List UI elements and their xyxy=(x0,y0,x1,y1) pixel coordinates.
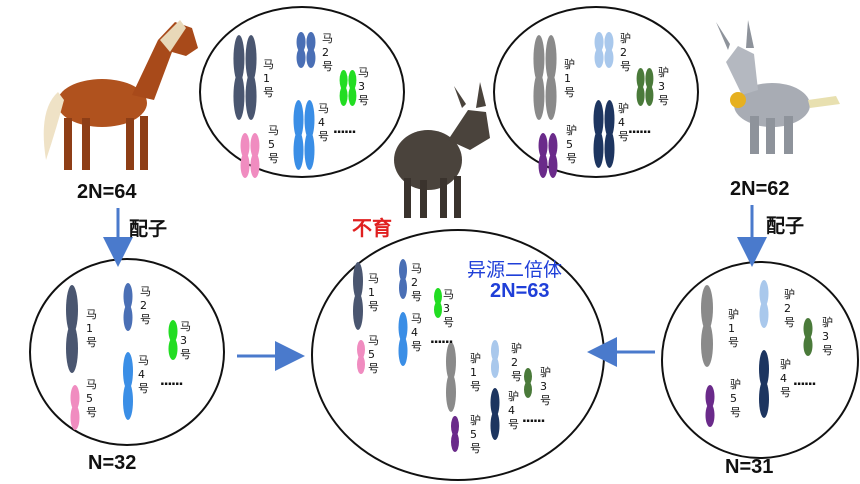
hybrid-horse-chr5 xyxy=(357,340,365,375)
donkey-chr2-pair xyxy=(594,32,614,68)
horse-chr3-pair xyxy=(339,70,357,106)
gamete-donkey-chr2 xyxy=(759,280,769,328)
horse-n-label: N=32 xyxy=(88,452,137,474)
gamete-horse-chr4 xyxy=(123,352,133,420)
horse-2n-label: 2N=64 xyxy=(77,181,137,203)
ellipsis-donkey-somatic: ...... xyxy=(628,118,651,137)
hybrid-donkey-chr4 xyxy=(490,388,500,440)
hybrid-horse-chr4 xyxy=(398,312,408,366)
horse-icon xyxy=(43,20,198,170)
hybrid-horse-chr2 xyxy=(399,259,407,299)
gamete-donkey-chr1 xyxy=(701,285,713,367)
donkey-n-label: N=31 xyxy=(725,456,774,478)
hybrid-horse-chr3 xyxy=(434,288,442,318)
hybrid-2n-label: 2N=63 xyxy=(490,280,550,302)
horse-somatic-circle xyxy=(199,6,405,178)
ellipsis-horse-gamete: ...... xyxy=(160,370,183,389)
hybrid-donkey-chr5 xyxy=(451,416,459,453)
gamete-horse-chr2 xyxy=(123,283,133,331)
gamete-donkey-chr3 xyxy=(803,318,813,356)
donkey-chr5-pair xyxy=(538,133,558,178)
gamete-donkey-chr5 xyxy=(705,385,715,427)
donkey-chr1-pair xyxy=(533,35,557,120)
donkey-somatic-circle xyxy=(493,6,699,178)
gamete-horse-chr5 xyxy=(70,385,80,430)
horse-chr1-pair xyxy=(233,35,257,120)
horse-chr5-pair xyxy=(240,133,260,178)
hybrid-donkey-chr2 xyxy=(491,340,499,378)
hybrid-donkey-chr1 xyxy=(446,342,456,412)
donkey-chr3-pair xyxy=(636,68,654,106)
gamete-donkey-chr4 xyxy=(759,350,769,418)
ellipsis-horse-somatic: ...... xyxy=(333,118,356,137)
donkey-2n-label: 2N=62 xyxy=(730,178,790,200)
ellipsis-hybrid-donkey: ...... xyxy=(522,407,545,426)
donkey-icon xyxy=(394,82,490,218)
horse-chr4-pair xyxy=(293,100,315,170)
sterile-label: 不育 xyxy=(352,218,392,240)
ellipsis-hybrid-horse: ...... xyxy=(430,328,453,347)
hybrid-horse-chr1 xyxy=(353,262,363,330)
hybrid-donkey-chr3 xyxy=(524,368,532,398)
gamete-horse-chr1 xyxy=(66,285,78,373)
cartoon-donkey-icon xyxy=(716,20,840,154)
horse-gamete-label: 配子 xyxy=(129,219,168,240)
donkey-gamete-label: 配子 xyxy=(766,216,805,237)
gamete-horse-chr3 xyxy=(168,320,178,360)
donkey-chr4-pair xyxy=(593,100,615,169)
horse-chr2-pair xyxy=(296,32,316,68)
hybrid-title-label: 异源二倍体 xyxy=(467,260,563,281)
ellipsis-donkey-gamete: ...... xyxy=(793,370,816,389)
